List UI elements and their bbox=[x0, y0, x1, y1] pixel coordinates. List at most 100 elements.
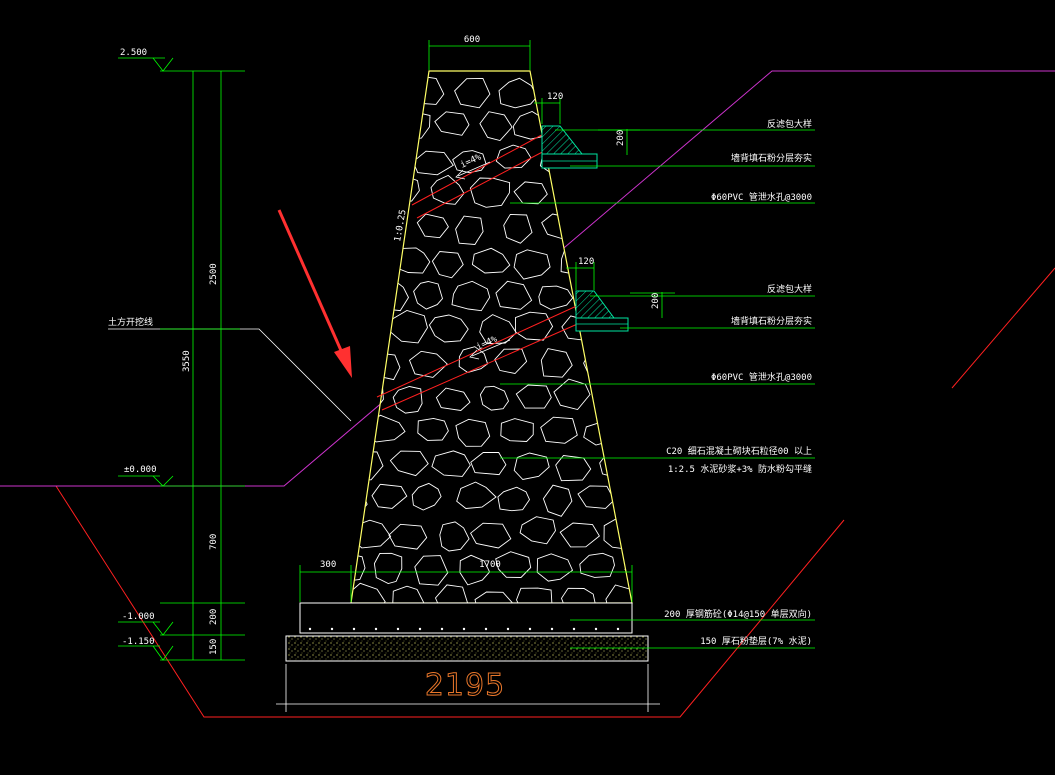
stone-block bbox=[540, 348, 573, 378]
stone-block bbox=[431, 251, 464, 279]
stone-block bbox=[414, 555, 449, 586]
stone-block bbox=[479, 385, 510, 411]
stone-block bbox=[617, 79, 632, 104]
filter-pack-upper bbox=[541, 125, 598, 169]
stone-block bbox=[500, 418, 534, 442]
earthwork-line bbox=[108, 328, 352, 422]
dim-toe: 300 bbox=[320, 560, 336, 570]
stone-block bbox=[413, 281, 444, 310]
top-width-label: 600 bbox=[464, 35, 480, 45]
elev-ground: ±0.000 bbox=[124, 465, 157, 475]
stone-block bbox=[351, 77, 361, 104]
earthwork-label: 土方开挖线 bbox=[108, 316, 153, 328]
stone-block bbox=[373, 552, 403, 584]
stone-block bbox=[351, 320, 380, 344]
stone-block bbox=[495, 551, 532, 578]
overall-dimension-label: 2195 bbox=[425, 668, 505, 703]
dimension-lines bbox=[118, 40, 815, 661]
stone-block bbox=[455, 215, 484, 245]
stone-block bbox=[371, 483, 408, 509]
callout-body-line2: 1:2.5 水泥砂浆+3% 防水粉勾平缝 bbox=[668, 463, 812, 475]
notch1-label: 120 bbox=[547, 92, 563, 102]
stone-block bbox=[352, 181, 388, 206]
stone-block bbox=[622, 215, 632, 240]
callout-body-line1: C20 细石混凝土砌块石粒径00 以上 bbox=[666, 445, 812, 457]
stone-block bbox=[513, 249, 551, 280]
filter-h2-label: 200 bbox=[651, 293, 661, 309]
stone-powder-cushion bbox=[285, 635, 649, 662]
dim-cushion: 150 bbox=[209, 639, 219, 655]
stone-block bbox=[469, 177, 511, 208]
dim-slab: 200 bbox=[209, 609, 219, 625]
stone-block bbox=[351, 147, 368, 174]
callout-filter1: 反滤包大样 bbox=[767, 118, 812, 130]
stone-block bbox=[605, 584, 632, 603]
stone-block bbox=[579, 552, 615, 578]
stone-block bbox=[513, 181, 548, 205]
stone-block bbox=[542, 484, 573, 517]
elevation-markers bbox=[152, 57, 174, 661]
overall-dimension bbox=[276, 664, 660, 712]
stone-block bbox=[538, 285, 574, 310]
stone-block bbox=[540, 416, 578, 444]
excavation-line bbox=[55, 267, 1055, 718]
stone-block bbox=[623, 419, 632, 448]
elev-bottom: -1.150 bbox=[122, 637, 155, 647]
stone-block bbox=[431, 450, 471, 477]
stone-block bbox=[351, 450, 384, 481]
stone-block bbox=[456, 481, 497, 509]
stone-block bbox=[392, 585, 426, 603]
stone-block bbox=[459, 554, 491, 586]
dim-wall-above: 2500 bbox=[209, 263, 219, 285]
stone-block bbox=[351, 283, 369, 308]
stone-block bbox=[470, 452, 507, 476]
stone-block bbox=[417, 417, 449, 441]
dim-total: 3550 bbox=[182, 350, 192, 372]
stone-block bbox=[388, 523, 428, 550]
stone-block bbox=[601, 174, 632, 206]
stone-block bbox=[559, 522, 600, 548]
stone-block bbox=[454, 77, 491, 109]
stone-block bbox=[575, 72, 614, 102]
callout-pipe1: Φ60PVC 管泄水孔@3000 bbox=[711, 191, 812, 203]
stone-block bbox=[416, 213, 449, 239]
callout-filter2: 反滤包大样 bbox=[767, 283, 812, 295]
stone-block bbox=[498, 77, 538, 109]
drain-pipes bbox=[376, 130, 583, 411]
stone-block bbox=[435, 387, 471, 411]
stone-block bbox=[560, 587, 596, 603]
stone-block bbox=[351, 247, 385, 271]
stone-block bbox=[471, 247, 511, 274]
stone-block bbox=[556, 176, 587, 207]
stone-block bbox=[351, 208, 365, 240]
stone-block bbox=[470, 522, 512, 549]
stone-block bbox=[495, 144, 532, 169]
concrete-slab bbox=[299, 602, 633, 634]
stone-block bbox=[370, 74, 404, 106]
stone-block bbox=[624, 556, 632, 584]
stone-block bbox=[606, 386, 632, 413]
callout-backfill2: 墙背填石粉分层夯实 bbox=[731, 315, 812, 327]
stone-block bbox=[351, 108, 383, 141]
stone-block bbox=[599, 250, 630, 277]
drain-slope-arrows bbox=[455, 161, 511, 360]
stone-block bbox=[451, 280, 491, 312]
stone-block bbox=[513, 452, 550, 480]
stone-block bbox=[515, 384, 552, 409]
stone-block bbox=[536, 553, 574, 582]
stone-block bbox=[503, 213, 533, 244]
stone-block bbox=[392, 386, 423, 414]
callout-backfill1: 墙背填石粉分层夯实 bbox=[731, 152, 812, 164]
callout-slab: 200 厚钢筋砼(Φ14@150 单层双向) bbox=[664, 608, 812, 620]
stone-block bbox=[497, 486, 531, 512]
elev-base: -1.000 bbox=[122, 612, 155, 622]
notch2-label: 120 bbox=[578, 257, 594, 267]
stone-block bbox=[621, 352, 632, 378]
stone-block bbox=[389, 450, 429, 477]
stone-block bbox=[516, 587, 553, 603]
callout-pipe2: Φ60PVC 管泄水孔@3000 bbox=[711, 371, 812, 383]
stone-block bbox=[434, 111, 470, 136]
stone-block bbox=[439, 521, 470, 552]
stone-block bbox=[408, 350, 448, 378]
